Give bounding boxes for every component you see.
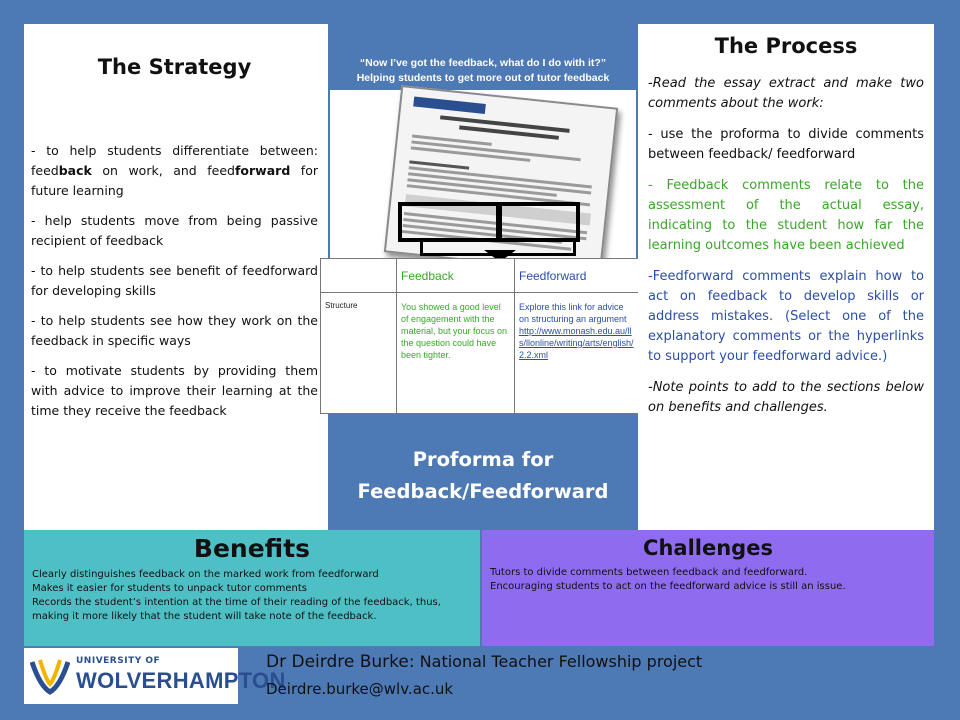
benefits-line-2: Makes it easier for students to unpack t… xyxy=(32,583,308,594)
center-caption-line-1: “Now I’ve got the feedback, what do I do… xyxy=(359,57,607,69)
challenges-line-2: Encouraging students to act on the feedf… xyxy=(490,581,846,592)
strategy-point-5: - to motivate students by providing them… xyxy=(31,363,318,418)
strategy-title: The Strategy xyxy=(97,55,252,79)
column-header-feedback: Feedback xyxy=(396,258,515,293)
benefits-line-1: Clearly distinguishes feedback on the ma… xyxy=(32,569,379,580)
process-title: The Process xyxy=(714,34,858,58)
benefits-title: Benefits xyxy=(193,534,311,563)
process-step-1: -Read the essay extract and make two com… xyxy=(648,76,924,111)
feedforward-link[interactable]: http://www.monash.edu.au/lls/llonline/wr… xyxy=(519,326,634,360)
row-label-structure: Structure xyxy=(320,292,397,414)
process-panel: The Process -Read the essay extract and … xyxy=(638,24,934,530)
center-caption: “Now I’ve got the feedback, what do I do… xyxy=(330,56,636,86)
table-row: Structure You showed a good level of eng… xyxy=(320,292,639,414)
challenges-title: Challenges xyxy=(643,536,773,560)
column-header-feedforward: Feedforward xyxy=(514,258,639,293)
table-header-row: Feedback Feedforward xyxy=(320,258,639,293)
proforma-table: Feedback Feedforward Structure You showe… xyxy=(320,258,639,414)
author-name: Dr Deirdre Burke: xyxy=(266,652,415,672)
university-logo: UNIVERSITY OF WOLVERHAMPTON xyxy=(24,648,285,704)
author-email[interactable]: Deirdre.burke@wlv.ac.uk xyxy=(266,680,454,698)
feedforward-text: Explore this link for advice on structur… xyxy=(519,302,627,324)
proforma-title-line-1: Proforma for xyxy=(412,448,554,471)
benefits-line-3: Records the student’s intention at the t… xyxy=(32,597,441,622)
strategy-point-4: - to help students see how they work on … xyxy=(31,313,318,348)
strategy-point-1: - to help students differentiate between… xyxy=(31,143,318,198)
strategy-point-2: - help students move from being passive … xyxy=(31,213,318,248)
document-logo-strip xyxy=(413,96,486,114)
table-corner-cell xyxy=(320,258,397,293)
logo-text-wolverhampton: WOLVERHAMPTON xyxy=(76,668,286,693)
logo-text-university-of: UNIVERSITY OF xyxy=(76,656,161,666)
process-step-3: - Feedback comments relate to the assess… xyxy=(648,178,924,253)
author-project: National Teacher Fellowship project xyxy=(414,652,703,671)
proforma-title-line-2: Feedback/Feedforward xyxy=(357,480,609,503)
process-step-2: - use the proforma to divide comments be… xyxy=(648,127,924,162)
process-step-5: -Note points to add to the sections belo… xyxy=(648,380,924,415)
process-step-4: -Feedforward comments explain how to act… xyxy=(648,269,924,364)
highlight-box-feedforward xyxy=(498,202,580,242)
university-logo-icon xyxy=(30,659,70,695)
highlight-box-feedback xyxy=(398,202,500,242)
benefits-panel: Benefits Clearly distinguishes feedback … xyxy=(24,530,480,646)
feedforward-cell: Explore this link for advice on structur… xyxy=(514,292,639,414)
challenges-line-1: Tutors to divide comments between feedba… xyxy=(490,567,808,578)
center-caption-line-2: Helping students to get more out of tuto… xyxy=(356,72,610,84)
feedback-cell: You showed a good level of engagement wi… xyxy=(396,292,515,414)
challenges-panel: Challenges Tutors to divide comments bet… xyxy=(482,530,934,646)
strategy-panel: The Strategy - to help students differen… xyxy=(24,24,328,530)
strategy-point-3: - to help students see benefit of feedfo… xyxy=(31,263,318,298)
proforma-title: Proforma for Feedback/Feedforward xyxy=(330,444,636,508)
author-line: Dr Deirdre Burke: National Teacher Fello… xyxy=(266,652,702,672)
